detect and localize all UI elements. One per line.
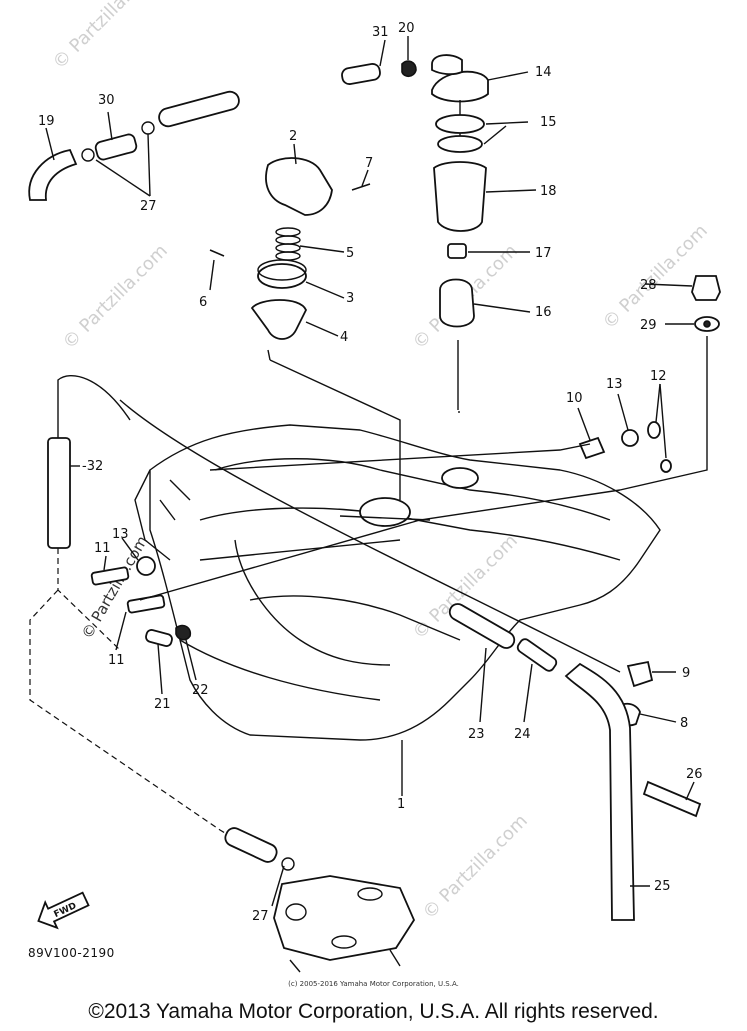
fuel-pump xyxy=(273,875,416,973)
vent-hose xyxy=(158,90,240,128)
label-6: 6 xyxy=(199,295,207,310)
part-19-hose xyxy=(28,148,78,201)
label-20: 20 xyxy=(398,21,415,36)
label-19: 19 xyxy=(38,114,55,129)
part-31-hose xyxy=(341,63,381,85)
label-11a: 11 xyxy=(94,541,111,556)
copyright-footer: ©2013 Yamaha Motor Corporation, U.S.A. A… xyxy=(88,1000,659,1023)
part-17-clip xyxy=(447,243,467,259)
watermark: © Partzilla.com xyxy=(599,220,712,333)
label-24: 24 xyxy=(514,727,531,742)
part-14-cap xyxy=(431,70,489,103)
label-15: 15 xyxy=(540,115,557,130)
part-6-pin xyxy=(209,249,225,257)
part-13-washer xyxy=(621,429,639,447)
part-10-bolt xyxy=(578,436,606,460)
part-3-ring xyxy=(257,263,307,289)
diagram-code: 89V100-2190 xyxy=(28,946,115,960)
label-18: 18 xyxy=(540,184,557,199)
label-8: 8 xyxy=(680,716,688,731)
part-24-fitting xyxy=(516,638,558,672)
part-27-clip xyxy=(81,148,95,162)
label-25: 25 xyxy=(654,879,671,894)
part-16-fitting xyxy=(439,278,475,328)
label-30: 30 xyxy=(98,93,115,108)
watermark: © Partzilla.com xyxy=(419,810,532,923)
part-21-hose xyxy=(145,629,173,647)
part-18-strainer xyxy=(433,161,487,232)
label-31: 31 xyxy=(372,25,389,40)
label-29: 29 xyxy=(640,318,657,333)
label-23: 23 xyxy=(468,727,485,742)
label-21: 21 xyxy=(154,697,171,712)
part-22-clip xyxy=(175,624,192,641)
part-13-washer xyxy=(136,556,156,576)
part-12-clip xyxy=(647,421,661,439)
parts-diagram: © Partzilla.com © Partzilla.com © Partzi… xyxy=(28,0,721,973)
part-9-bolt xyxy=(626,660,654,688)
watermark: © Partzilla.com xyxy=(59,240,172,353)
part-2-cap xyxy=(265,157,333,216)
label-22: 22 xyxy=(192,683,209,698)
watermark: © Partzilla.com xyxy=(49,0,162,74)
part-labels: 1 2 3 4 5 6 7 8 9 10 11 11 12 13 13 14 1… xyxy=(38,21,703,924)
label-17: 17 xyxy=(535,246,552,261)
fwd-arrow-icon: FWD xyxy=(37,891,90,930)
fuel-tank xyxy=(134,424,661,741)
leader-lines xyxy=(45,36,695,907)
label-12: 12 xyxy=(650,369,667,384)
part-28-nut xyxy=(691,275,721,301)
label-27a: 27 xyxy=(140,199,157,214)
label-32: -32 xyxy=(82,459,103,474)
label-16: 16 xyxy=(535,305,552,320)
part-4-seat xyxy=(250,299,307,340)
part-7-pin xyxy=(351,183,371,191)
label-9: 9 xyxy=(682,666,690,681)
part-23-hose xyxy=(448,603,516,649)
label-3: 3 xyxy=(346,291,354,306)
part-12-clip xyxy=(660,459,672,473)
label-14: 14 xyxy=(535,65,552,80)
part-32-filter xyxy=(47,437,71,549)
part-20-clip xyxy=(401,60,417,78)
part-26-strap xyxy=(642,780,702,818)
label-1: 1 xyxy=(397,797,405,812)
part-25-hose xyxy=(564,662,635,921)
label-4: 4 xyxy=(340,330,348,345)
watermark: © Partzilla.com xyxy=(78,533,151,642)
part-27-clip xyxy=(141,121,155,135)
label-10: 10 xyxy=(566,391,583,406)
label-7: 7 xyxy=(365,156,373,171)
part-15-gasket xyxy=(437,135,483,153)
part-11-bolt xyxy=(90,566,130,586)
label-5: 5 xyxy=(346,246,354,261)
label-2: 2 xyxy=(289,129,297,144)
part-5-spring xyxy=(275,227,301,261)
label-13a: 13 xyxy=(606,377,623,392)
small-copyright-notice: (c) 2005-2016 Yamaha Motor Corporation, … xyxy=(288,980,459,988)
label-28: 28 xyxy=(640,278,657,293)
label-11b: 11 xyxy=(108,653,125,668)
lower-hose xyxy=(224,827,278,863)
label-27b: 27 xyxy=(252,909,269,924)
part-30-fitting xyxy=(94,133,138,161)
part-15-gasket xyxy=(435,114,485,134)
label-13b: 13 xyxy=(112,527,129,542)
label-26: 26 xyxy=(686,767,703,782)
